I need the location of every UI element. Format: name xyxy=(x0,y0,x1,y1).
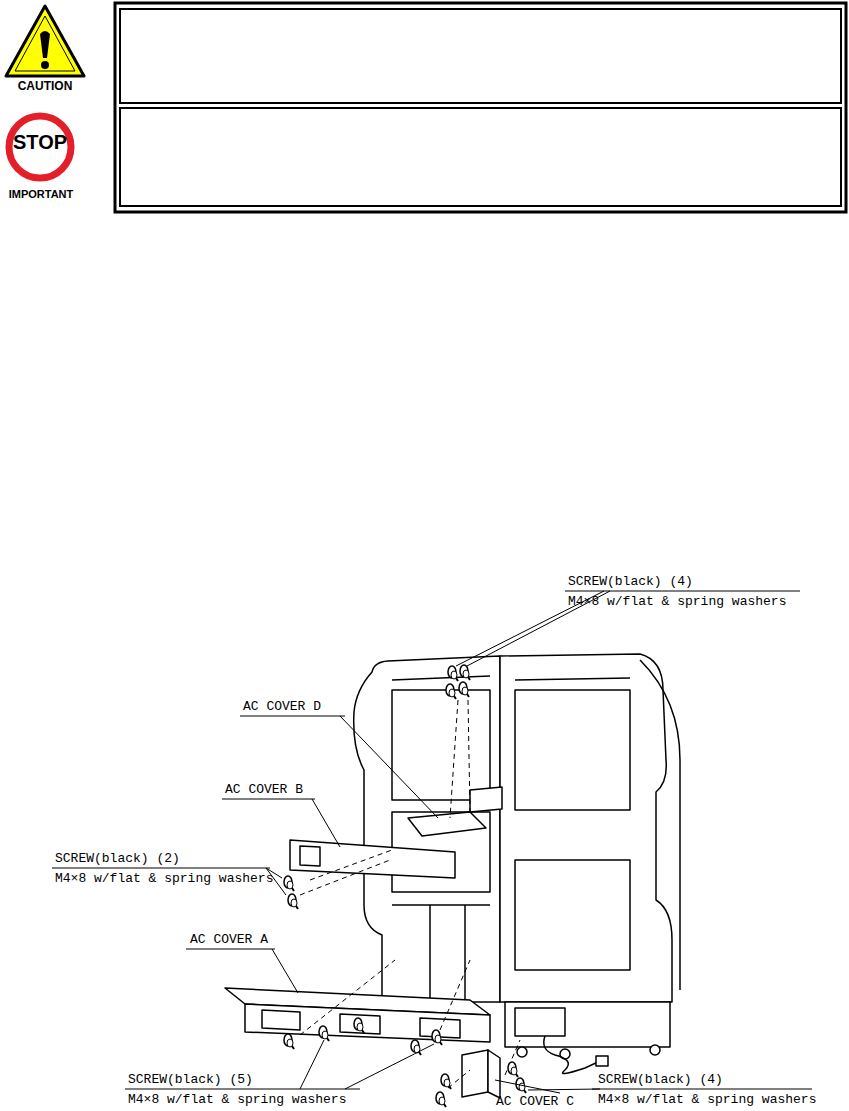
warning-frames xyxy=(115,3,846,212)
screw xyxy=(319,1026,329,1041)
icon-caption: IMPORTANT xyxy=(0,187,82,202)
part-label: SCREW(black) (5) xyxy=(128,1072,253,1087)
screw xyxy=(441,1074,451,1089)
part-label: SCREW(black) (4) xyxy=(568,574,693,589)
caution-icon xyxy=(6,6,84,76)
icon-caption: CAUTION xyxy=(4,79,86,94)
screw xyxy=(284,876,294,891)
part-spec: M4×8 w/flat & spring washers xyxy=(55,871,273,886)
part-label: AC COVER A xyxy=(190,932,268,947)
part-label: SCREW(black) (4) xyxy=(598,1072,723,1087)
screw xyxy=(288,894,298,909)
screw xyxy=(459,682,469,697)
leader-lines xyxy=(52,591,812,1093)
explosion-lines xyxy=(300,700,520,1088)
screw xyxy=(446,684,456,699)
icon-word: STOP xyxy=(0,135,80,150)
part-label: AC COVER B xyxy=(225,782,303,797)
screws xyxy=(284,665,526,1107)
screw xyxy=(432,1030,442,1045)
part-label: AC COVER D xyxy=(243,699,321,714)
part-label: AC COVER C xyxy=(496,1094,574,1109)
screw xyxy=(284,1034,294,1049)
screw xyxy=(354,1018,364,1033)
part-spec: M4×8 w/flat & spring washers xyxy=(568,594,786,609)
screw xyxy=(508,1062,518,1077)
part-spec: M4×8 w/flat & spring washers xyxy=(598,1092,816,1107)
screw xyxy=(448,666,458,681)
part-label: SCREW(black) (2) xyxy=(55,851,180,866)
screw xyxy=(436,1092,446,1107)
part-spec: M4×8 w/flat & spring washers xyxy=(128,1092,346,1107)
screw xyxy=(460,665,470,680)
